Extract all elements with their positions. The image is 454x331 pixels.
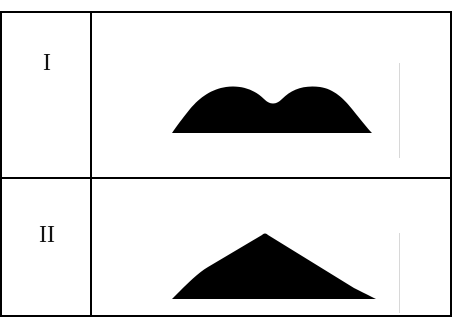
comparison-table: I II (0, 11, 452, 317)
scan-edge-mark (399, 233, 400, 313)
row-divider (2, 177, 450, 179)
triangular-silhouette (172, 233, 376, 301)
scan-edge-mark (399, 63, 400, 158)
bimodal-silhouette (172, 83, 374, 135)
column-divider (90, 13, 92, 315)
row-label-2: II (27, 223, 67, 247)
row-label-1: I (27, 51, 67, 75)
